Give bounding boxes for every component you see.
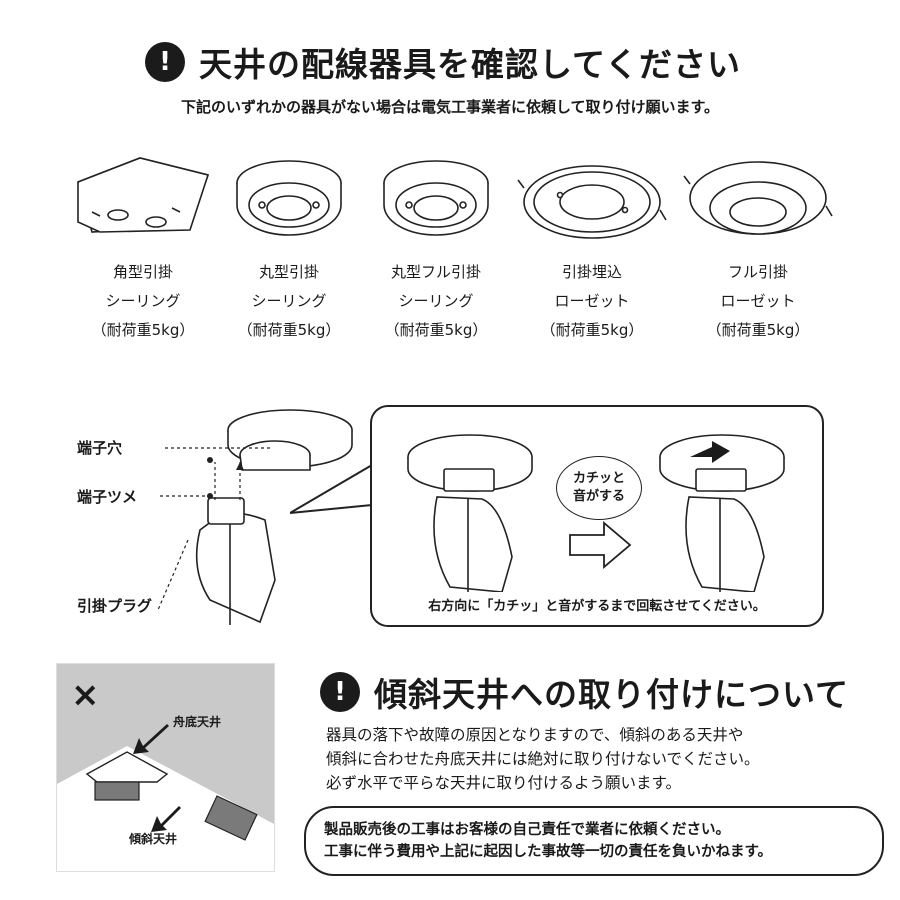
next-step-arrow-icon xyxy=(569,521,632,569)
round-ceiling-hook-icon xyxy=(236,160,342,236)
square-ceiling-hook-icon xyxy=(77,157,210,233)
plug-label: 引掛プラグ xyxy=(77,597,153,615)
callout-pointer xyxy=(290,465,373,514)
device-line3: （耐荷重5kg） xyxy=(540,321,644,339)
device-label-full-rosette: フル引掛 ローゼット （耐荷重5kg） xyxy=(683,258,833,345)
plug-icon xyxy=(207,497,245,525)
device-line2: シーリング xyxy=(251,292,327,310)
page-subtitle: 下記のいずれかの器具がない場合は電気工事業者に依頼して取り付け願います。 xyxy=(180,98,720,116)
device-line1: 引掛埋込 xyxy=(561,263,622,281)
full-rosette-icon xyxy=(683,161,833,235)
device-line3: （耐荷重5kg） xyxy=(384,321,488,339)
terminal-hole-label: 端子穴 xyxy=(77,439,123,457)
slope-section-body: 器具の落下や故障の原因となりますので、傾斜のある天井や 傾斜に合わせた舟底天井に… xyxy=(326,723,760,795)
rotate-arrow-icon xyxy=(690,441,730,463)
alert-icon: ! xyxy=(145,42,185,82)
click-sound-bubble: カチッと 音がする xyxy=(556,456,642,520)
alert-icon: ! xyxy=(320,672,360,712)
prohibited-cross-icon: × xyxy=(71,675,100,715)
rotation-steps xyxy=(407,434,785,592)
sloped-ceiling-label: 傾斜天井 xyxy=(129,832,178,846)
device-line2: シーリング xyxy=(105,292,181,310)
sloped-ceiling-illustration: × 舟底天井 傾斜天井 xyxy=(56,663,275,872)
disclaimer-box: 製品販売後の工事はお客様の自己責任で業者に依頼ください。 工事に伴う費用や上記に… xyxy=(304,806,884,876)
terminal-claw-label: 端子ツメ xyxy=(77,488,138,506)
slope-section-title: 傾斜天井への取り付けについて xyxy=(374,675,850,714)
sloped-ceiling-arrow-icon xyxy=(151,806,181,832)
disclaimer-line: 工事に伴う費用や上記に起因した事故等一切の責任を負いかねます。 xyxy=(324,844,773,860)
device-line1: フル引掛 xyxy=(727,263,788,281)
header: ! 天井の配線器具を確認してください xyxy=(145,38,741,86)
device-label-round-full: 丸型フル引掛 シーリング （耐荷重5kg） xyxy=(361,258,511,345)
plug-diagram xyxy=(157,409,353,625)
body-line: 器具の落下や故障の原因となりますので、傾斜のある天井や xyxy=(326,726,744,744)
device-illustrations xyxy=(77,157,833,239)
slope-section-header: ! 傾斜天井への取り付けについて xyxy=(320,668,849,716)
device-label-round: 丸型引掛 シーリング （耐荷重5kg） xyxy=(214,258,364,345)
device-label-square: 角型引掛 シーリング （耐荷重5kg） xyxy=(68,258,218,345)
page-title: 天井の配線器具を確認してください xyxy=(199,45,742,84)
disclaimer-line: 製品販売後の工事はお客様の自己責任で業者に依頼ください。 xyxy=(324,822,730,838)
speech-line2: 音がする xyxy=(572,489,625,504)
device-line2: シーリング xyxy=(398,292,474,310)
boat-ceiling-arrow-icon xyxy=(133,724,169,754)
embedded-rosette-icon xyxy=(517,165,667,239)
device-line1: 丸型フル引掛 xyxy=(390,263,481,281)
device-line3: （耐荷重5kg） xyxy=(706,321,810,339)
round-full-ceiling-hook-icon xyxy=(383,160,489,236)
hand-icon xyxy=(195,512,276,624)
device-line3: （耐荷重5kg） xyxy=(237,321,341,339)
device-line2: ローゼット xyxy=(720,292,796,310)
device-line1: 丸型引掛 xyxy=(258,263,319,281)
body-line: 必ず水平で平らな天井に取り付けるよう願います。 xyxy=(326,774,681,792)
boat-ceiling-label: 舟底天井 xyxy=(173,715,222,729)
body-line: 傾斜に合わせた舟底天井には絶対に取り付けないでください。 xyxy=(326,750,760,768)
device-line3: （耐荷重5kg） xyxy=(91,321,195,339)
sloped-ceiling-drawing xyxy=(57,664,274,841)
speech-line1: カチッと xyxy=(572,471,625,486)
device-line1: 角型引掛 xyxy=(112,263,173,281)
rotation-caption: 右方向に「カチッ」と音がするまで回転させてください。 xyxy=(428,599,766,614)
device-label-embedded-rosette: 引掛埋込 ローゼット （耐荷重5kg） xyxy=(517,258,667,345)
device-line2: ローゼット xyxy=(554,292,630,310)
